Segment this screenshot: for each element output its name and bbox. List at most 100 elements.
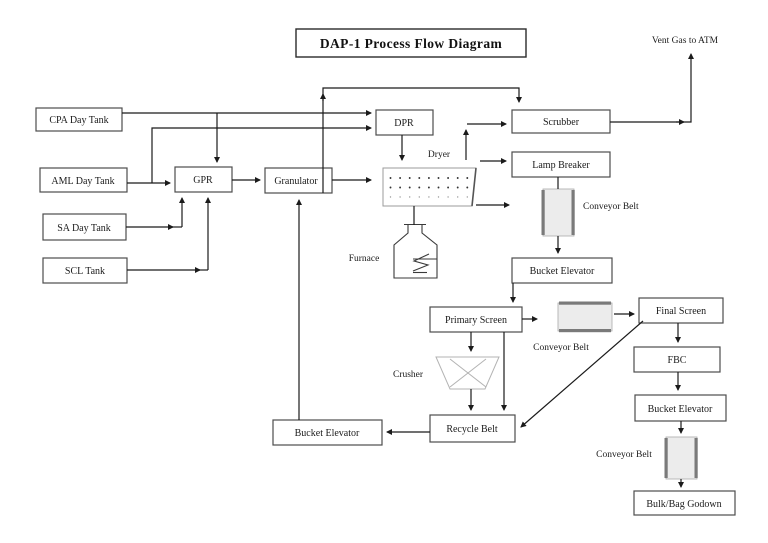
node-recycle-belt: Recycle Belt xyxy=(429,414,516,443)
node-final-screen: Final Screen xyxy=(638,297,724,324)
dryer-label: Dryer xyxy=(428,150,451,160)
node-primary-screen: Primary Screen xyxy=(429,306,523,333)
crusher-label: Crusher xyxy=(393,370,424,380)
dryer-dot xyxy=(466,196,468,198)
node-label: SCL Tank xyxy=(65,266,105,277)
node-box xyxy=(264,167,333,194)
node-box xyxy=(429,414,516,443)
dryer-dot xyxy=(466,177,469,179)
dryer-dot xyxy=(408,177,411,179)
node-box xyxy=(429,306,523,333)
node-box xyxy=(39,167,128,193)
node-label: Scrubber xyxy=(543,117,580,128)
belt-surface xyxy=(542,188,575,237)
arrow-granulator-to-scrubber xyxy=(322,87,522,193)
node-label: DPR xyxy=(394,118,414,129)
node-box xyxy=(511,257,613,284)
node-aml-day-tank: AML Day Tank xyxy=(39,167,128,193)
dryer-dot xyxy=(437,177,440,179)
dryer-dot xyxy=(389,186,392,189)
node-scrubber: Scrubber xyxy=(511,109,611,134)
node-label: Bulk/Bag Godown xyxy=(646,499,721,510)
belt-bar-top xyxy=(559,301,611,305)
node-box xyxy=(272,419,383,446)
arrow-scrubber-to-vent xyxy=(610,53,694,123)
dryer-dot xyxy=(457,196,459,198)
dryer-dot xyxy=(389,196,392,198)
dryer-dot xyxy=(408,186,411,189)
node-box xyxy=(42,213,127,241)
node-granulator: Granulator xyxy=(264,167,333,194)
crusher-x-line2 xyxy=(449,358,487,388)
dryer-dot xyxy=(447,177,450,179)
node-label: Primary Screen xyxy=(445,315,507,326)
node-label: SA Day Tank xyxy=(57,223,111,234)
belt-bar-left xyxy=(664,438,668,478)
dryer-dot xyxy=(437,196,440,198)
dryer-dot xyxy=(427,177,430,179)
node-box xyxy=(375,109,434,136)
node-box xyxy=(634,394,727,422)
dryer-dot xyxy=(418,177,421,179)
node-bulk-bag-godown: Bulk/Bag Godown xyxy=(633,490,736,516)
node-label: GPR xyxy=(193,175,213,186)
dryer-dot xyxy=(447,196,449,198)
node-box xyxy=(633,490,736,516)
node-dpr: DPR xyxy=(375,109,434,136)
dryer-dot xyxy=(466,186,469,189)
dryer-dot xyxy=(409,196,411,198)
title-box xyxy=(295,28,527,58)
node-label: Recycle Belt xyxy=(446,424,498,435)
belt-bar-bottom xyxy=(559,329,611,333)
node-label: Final Screen xyxy=(656,306,706,317)
dryer-dots xyxy=(389,177,469,198)
node-box xyxy=(35,107,123,132)
conveyor-belt-godown-shape xyxy=(664,436,698,480)
belt-bar-right xyxy=(694,438,698,478)
node-box xyxy=(511,151,611,178)
furnace-shape xyxy=(393,223,438,279)
furnace-label: Furnace xyxy=(349,254,380,264)
dryer-right-edge xyxy=(471,167,477,207)
node-box xyxy=(638,297,724,324)
conveyor-belt-screen-shape xyxy=(557,301,613,333)
crusher-shape xyxy=(435,356,500,390)
node-box xyxy=(633,346,721,373)
belt-surface xyxy=(665,436,698,480)
conveyor-belt-screen-label: Conveyor Belt xyxy=(533,343,589,353)
node-gpr: GPR xyxy=(174,166,233,193)
dryer-dot xyxy=(399,196,401,198)
dryer-dot xyxy=(437,186,440,189)
dryer-dot xyxy=(418,186,421,189)
dryer-dot xyxy=(428,196,430,198)
furnace-burner-zigzag xyxy=(412,253,430,272)
node-cpa-day-tank: CPA Day Tank xyxy=(35,107,123,132)
dryer-dot xyxy=(456,186,459,189)
belt-bar-left xyxy=(541,190,545,235)
conveyor-belt-lamp-shape xyxy=(541,188,575,237)
dryer-dot xyxy=(456,177,459,179)
crusher-trapezoid xyxy=(435,356,500,390)
node-label: Bucket Elevator xyxy=(648,404,713,415)
node-bucket-elevator-mid: Bucket Elevator xyxy=(511,257,613,284)
dryer-shape xyxy=(382,167,477,207)
arrow-aml-to-dpr xyxy=(151,125,372,183)
node-label: CPA Day Tank xyxy=(49,115,108,126)
furnace-outline xyxy=(393,224,438,279)
arrow-final-screen-to-recycle-belt xyxy=(520,320,644,428)
node-box xyxy=(42,257,128,284)
dryer-dot xyxy=(447,186,450,189)
conveyor-belt-lamp-label: Conveyor Belt xyxy=(583,202,639,212)
dryer-dot xyxy=(427,186,430,189)
node-label: FBC xyxy=(668,355,687,366)
node-label: Bucket Elevator xyxy=(295,428,360,439)
node-bucket-elevator-right: Bucket Elevator xyxy=(634,394,727,422)
dryer-dot xyxy=(399,186,402,189)
node-fbc: FBC xyxy=(633,346,721,373)
node-label: Lamp Breaker xyxy=(532,160,590,171)
title-text: DAP-1 Process Flow Diagram xyxy=(320,36,503,51)
node-label: AML Day Tank xyxy=(51,176,114,187)
node-label: Granulator xyxy=(274,176,318,187)
dryer-dot xyxy=(418,196,420,198)
